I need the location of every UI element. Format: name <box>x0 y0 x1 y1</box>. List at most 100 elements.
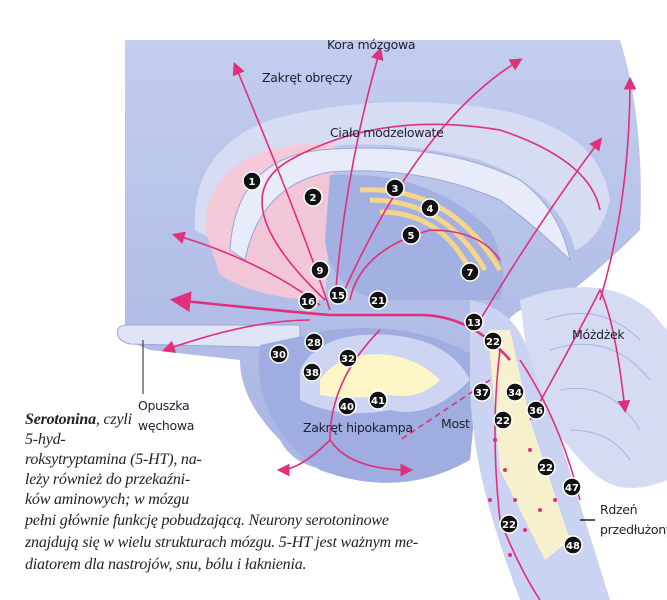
marker-number: 37 <box>475 388 489 399</box>
region-marker-22: 22 <box>499 514 519 534</box>
region-marker-37: 37 <box>472 382 492 402</box>
marker-circle <box>472 382 492 402</box>
region-marker-34: 34 <box>505 382 525 402</box>
marker-number: 38 <box>305 368 319 379</box>
caption-line: leży również do przekaźni- <box>25 471 191 488</box>
region-marker-22: 22 <box>536 457 556 477</box>
marker-number: 41 <box>371 396 385 407</box>
marker-circle <box>385 178 405 198</box>
caption-line: znajdują się w wielu strukturach mózgu. … <box>25 534 419 551</box>
region-marker-15: 15 <box>328 285 348 305</box>
marker-number: 9 <box>317 266 324 277</box>
label-cingulate-gyrus: Zakręt obręczy <box>262 70 353 85</box>
marker-number: 22 <box>486 337 500 348</box>
region-marker-40: 40 <box>337 396 357 416</box>
region-marker-22: 22 <box>493 410 513 430</box>
label-cerebellum: Móżdżek <box>572 327 625 342</box>
marker-number: 7 <box>467 268 474 279</box>
marker-number: 5 <box>408 231 415 242</box>
caption-line: ków aminowych; w mózgu <box>25 491 190 508</box>
marker-circle <box>493 410 513 430</box>
marker-number: 22 <box>539 463 553 474</box>
marker-circle <box>302 362 322 382</box>
marker-circle <box>368 390 388 410</box>
marker-number: 34 <box>508 388 522 399</box>
cerebellum-shape <box>520 287 667 488</box>
region-marker-2: 2 <box>303 187 323 207</box>
marker-circle <box>337 396 357 416</box>
marker-circle <box>304 332 324 352</box>
region-marker-4: 4 <box>420 198 440 218</box>
marker-number: 15 <box>331 291 345 302</box>
region-marker-22: 22 <box>483 331 503 351</box>
label-corpus-callosum: Ciało modzelowate <box>330 125 444 140</box>
marker-number: 30 <box>272 350 286 361</box>
marker-circle <box>563 535 583 555</box>
region-marker-13: 13 <box>464 312 484 332</box>
marker-number: 21 <box>371 296 385 307</box>
marker-circle <box>483 331 503 351</box>
region-marker-3: 3 <box>385 178 405 198</box>
caption-line: pełni głównie funkcję pobudzającą. Neuro… <box>25 512 389 529</box>
region-marker-48: 48 <box>563 535 583 555</box>
region-marker-21: 21 <box>368 290 388 310</box>
region-marker-47: 47 <box>562 477 582 497</box>
marker-number: 48 <box>566 541 580 552</box>
region-marker-41: 41 <box>368 390 388 410</box>
corpus-callosum <box>229 147 571 262</box>
marker-circle <box>401 225 421 245</box>
pathway-dots <box>488 438 557 557</box>
label-hippocampal-gyrus: Zakręt hipokampa <box>303 420 413 435</box>
region-marker-38: 38 <box>302 362 322 382</box>
region-marker-36: 36 <box>526 400 546 420</box>
marker-circle <box>269 344 289 364</box>
marker-circle <box>298 291 318 311</box>
marker-circle <box>464 312 484 332</box>
marker-number: 40 <box>340 402 354 413</box>
caption-intro: Serotonina, czyli 5-hyd- <box>25 410 133 449</box>
cerebellum-folds <box>544 312 651 461</box>
region-marker-9: 9 <box>310 260 330 280</box>
marker-number: 28 <box>307 338 321 349</box>
marker-circle <box>499 514 519 534</box>
marker-number: 4 <box>427 204 434 215</box>
caption-term: Serotonina <box>25 411 96 428</box>
region-marker-28: 28 <box>304 332 324 352</box>
caption-line: roksytryptamina (5-HT), na- <box>25 451 202 468</box>
marker-number: 36 <box>529 406 543 417</box>
region-marker-7: 7 <box>460 262 480 282</box>
marker-circle <box>338 348 358 368</box>
marker-circle <box>420 198 440 218</box>
label-olfactory-bulb: Opuszka węchowa <box>138 398 195 433</box>
caption-line: diatorem dla nastrojów, snu, bólu i łakn… <box>25 556 307 573</box>
label-pons: Most <box>441 416 470 431</box>
pink-region <box>205 143 335 300</box>
marker-circle <box>368 290 388 310</box>
label-cortex: Kora mózgowa <box>327 37 416 52</box>
nucleus-arcs <box>359 187 503 272</box>
marker-number: 32 <box>341 354 355 365</box>
region-marker-32: 32 <box>338 348 358 368</box>
label-medulla: Rdzeń przedłużony <box>600 502 667 537</box>
marker-circle <box>536 457 556 477</box>
marker-number: 22 <box>502 520 516 531</box>
marker-number: 22 <box>496 416 510 427</box>
region-marker-30: 30 <box>269 344 289 364</box>
region-marker-16: 16 <box>298 291 318 311</box>
caption-line: , czyli 5-hyd- <box>25 411 132 448</box>
marker-circle <box>310 260 330 280</box>
region-marker-1: 1 <box>242 171 262 191</box>
marker-circle <box>460 262 480 282</box>
marker-number: 16 <box>301 297 315 308</box>
marker-number: 3 <box>392 184 399 195</box>
marker-circle <box>505 382 525 402</box>
marker-circle <box>526 400 546 420</box>
marker-number: 13 <box>467 318 481 329</box>
marker-circle <box>303 187 323 207</box>
marker-circle <box>328 285 348 305</box>
marker-number: 47 <box>565 483 579 494</box>
marker-number: 2 <box>310 193 317 204</box>
